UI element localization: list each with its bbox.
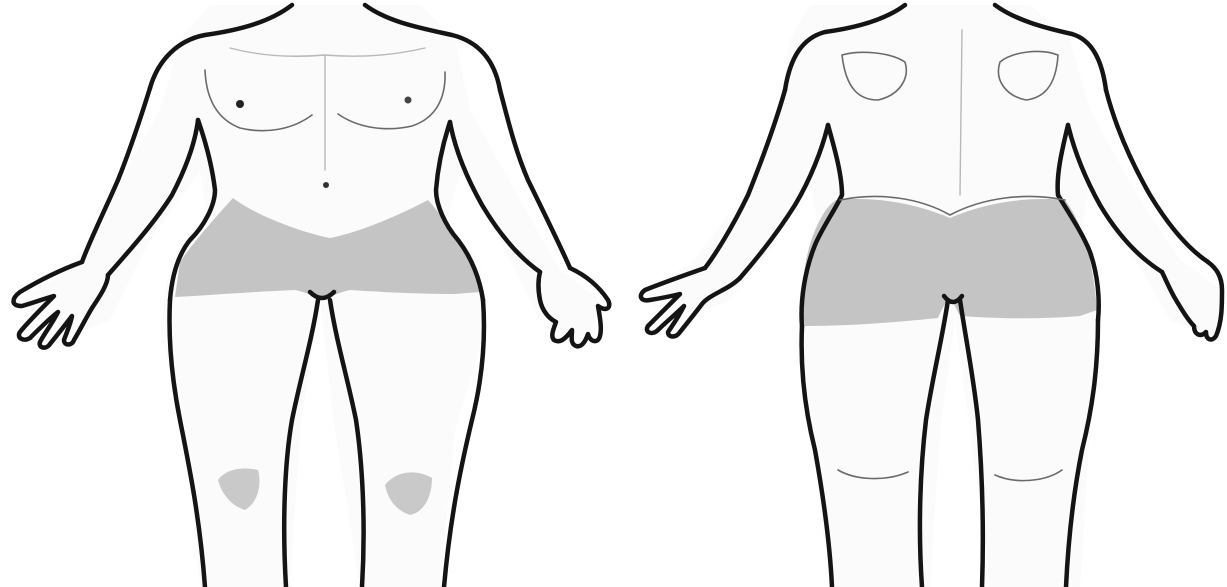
back-body-icon [610,0,1227,587]
front-left-nipple [236,100,244,108]
front-body-icon [0,0,620,587]
front-navel [323,182,329,188]
front-right-nipple [405,97,412,104]
front-skin-fill [20,5,600,587]
back-body-figure [610,0,1227,587]
front-body-figure [0,0,620,587]
